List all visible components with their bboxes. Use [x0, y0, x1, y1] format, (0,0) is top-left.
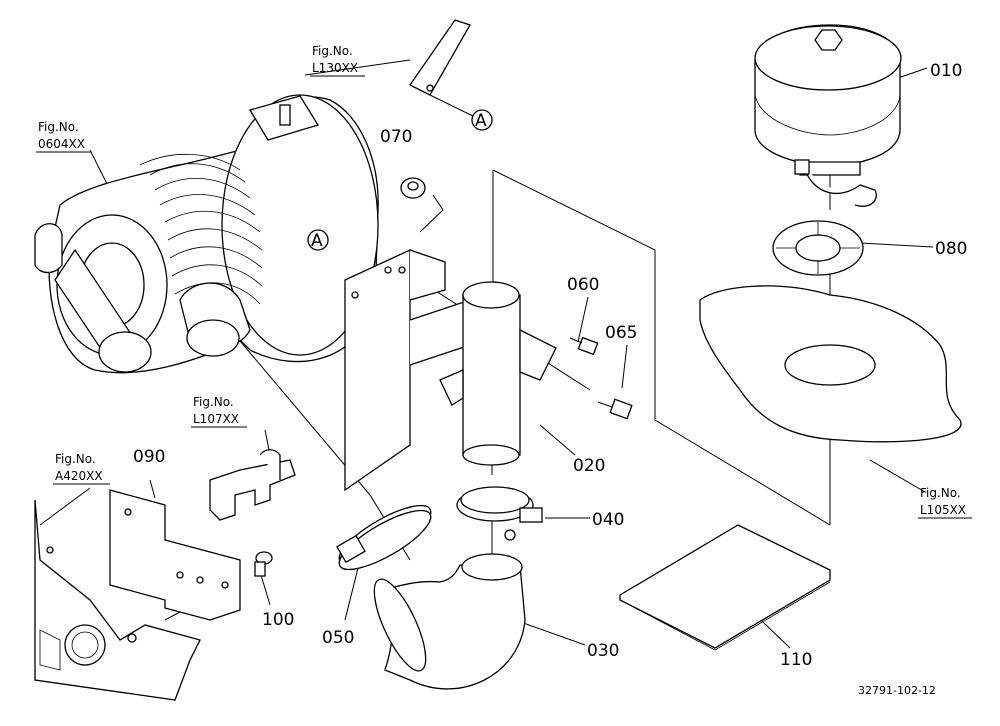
svg-text:0604XX: 0604XX: [38, 137, 85, 151]
part-010-precleaner: [754, 24, 902, 207]
label-020: 020: [573, 456, 605, 476]
figure-references: Fig.No. L130XX Fig.No. 0604XX Fig.No. L1…: [36, 44, 972, 519]
marker-a-upper: A: [471, 109, 493, 131]
part-020-pipe: [439, 281, 557, 466]
bracket-l107: [209, 449, 296, 521]
leader-lines: [39, 59, 934, 649]
part-labels: 010 020 030 040 050 060 065 070 080 090 …: [133, 61, 967, 670]
label-090: 090: [133, 447, 165, 467]
part-040-clamp: [456, 486, 543, 541]
svg-text:A420XX: A420XX: [55, 469, 103, 483]
part-070-grommet: [400, 177, 426, 199]
part-080-gasket: [772, 220, 864, 276]
figref-a420: Fig.No. A420XX: [53, 452, 110, 485]
label-080: 080: [935, 239, 967, 259]
svg-text:L130XX: L130XX: [312, 61, 358, 75]
label-010: 010: [930, 61, 962, 81]
marker-a-text: A: [311, 231, 323, 251]
figref-l107: Fig.No. L107XX: [191, 395, 247, 428]
part-110-sheet: [619, 524, 831, 651]
air-cleaner-assembly: [34, 94, 379, 374]
svg-text:Fig.No.: Fig.No.: [193, 395, 234, 409]
marker-a-lower: A: [307, 229, 329, 251]
bracket-plate: [344, 248, 471, 492]
label-030: 030: [587, 641, 619, 661]
label-040: 040: [592, 510, 624, 530]
part-030-elbow-hose: [373, 553, 526, 690]
label-065: 065: [605, 323, 637, 343]
label-070: 070: [380, 127, 412, 147]
label-110: 110: [780, 650, 812, 670]
svg-text:Fig.No.: Fig.No.: [55, 452, 96, 466]
part-100-screw: [254, 551, 273, 577]
marker-a-text: A: [475, 111, 487, 131]
svg-text:L107XX: L107XX: [193, 412, 239, 426]
part-090-plate: [109, 489, 241, 621]
label-050: 050: [322, 628, 354, 648]
figref-l105: Fig.No. L105XX: [918, 486, 972, 519]
hood-panel-l105: [699, 285, 962, 443]
figref-0604: Fig.No. 0604XX: [36, 120, 92, 153]
svg-text:Fig.No.: Fig.No.: [38, 120, 79, 134]
part-065-bolt: [597, 398, 633, 420]
label-060: 060: [567, 275, 599, 295]
upper-link-bracket: [409, 19, 471, 96]
panel-a420: [34, 499, 201, 701]
part-050-clamp: [336, 504, 432, 571]
svg-text:Fig.No.: Fig.No.: [920, 486, 961, 500]
svg-text:Fig.No.: Fig.No.: [312, 44, 353, 58]
svg-text:L105XX: L105XX: [920, 503, 966, 517]
drawing-code: 32791-102-12: [858, 684, 936, 697]
figref-l130: Fig.No. L130XX: [310, 44, 365, 77]
label-100: 100: [262, 610, 294, 630]
part-060-bolt: [569, 336, 599, 356]
